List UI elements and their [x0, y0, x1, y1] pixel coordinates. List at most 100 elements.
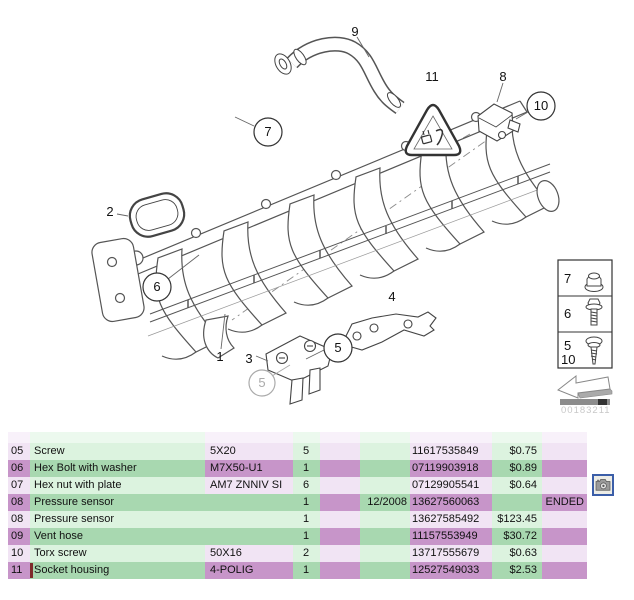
callout-3[interactable]: 3 [245, 351, 252, 366]
table-row[interactable]: 08 Pressure sensor 1 12/2008 13627560063… [8, 494, 587, 511]
bracket-parts [265, 311, 437, 405]
callout-5-circle [323, 333, 353, 363]
cell-part: 13717555679 [410, 545, 492, 562]
cell-spec: 5X20 [205, 443, 293, 460]
callout-7[interactable]: 7 [264, 124, 271, 139]
cell-part: 07119903918 [410, 460, 492, 477]
legend-10: 10 [561, 352, 575, 367]
leader-lines [116, 36, 529, 377]
callout-9[interactable]: 9 [351, 24, 358, 39]
callout-11[interactable]: 11 [425, 69, 439, 84]
legend-box: 7 6 5 10 [557, 259, 613, 369]
cell-no: 06 [8, 460, 30, 477]
cell-note [542, 545, 587, 562]
table-row-selected[interactable]: 11 Socket housing 4-POLIG 1 12527549033 … [8, 562, 587, 579]
callout-circles [142, 91, 556, 397]
cell-date [360, 443, 410, 460]
legend-7: 7 [564, 271, 571, 286]
cell-no: 08 [8, 511, 30, 528]
cell-price: $0.89 [492, 460, 542, 477]
cell-name: Hex Bolt with washer [30, 460, 205, 477]
callout-8[interactable]: 8 [499, 69, 506, 84]
cell-qty: 1 [293, 528, 320, 545]
cell-name: Pressure sensor [30, 511, 205, 528]
cell-no: 07 [8, 477, 30, 494]
cell-name: Torx screw [30, 545, 205, 562]
cell-spec [205, 511, 293, 528]
warning-triangle-icon [404, 103, 462, 157]
callout-5[interactable]: 5 [334, 340, 341, 355]
cell-price: $2.53 [492, 562, 542, 579]
cell-date: 12/2008 [360, 494, 410, 511]
cell-name: Socket housing [30, 562, 205, 579]
camera-icon [595, 478, 611, 491]
cell-no: 08 [8, 494, 30, 511]
cell-price: $0.75 [492, 443, 542, 460]
parts-table: 05 Screw 5X20 5 11617535849 $0.75 06 Hex… [8, 432, 587, 579]
flange-nut-icon [584, 272, 604, 292]
cell-spec [205, 494, 293, 511]
cell-no: 05 [8, 443, 30, 460]
table-header-strip [8, 432, 587, 443]
cell-part: 11157553949 [410, 528, 492, 545]
cell-note [542, 511, 587, 528]
cell-price: $0.64 [492, 477, 542, 494]
intake-manifold-diagram: 9 11 8 10 7 2 6 1 3 5 5 4 7 6 5 10 [91, 24, 613, 416]
cell-name: Screw [30, 443, 205, 460]
selection-cursor [30, 563, 33, 578]
callout-1[interactable]: 1 [216, 349, 223, 364]
cell-price: $30.72 [492, 528, 542, 545]
cell-date [360, 545, 410, 562]
cell-price [492, 494, 542, 511]
cell-qty: 1 [293, 562, 320, 579]
table-row[interactable]: 10 Torx screw 50X16 2 13717555679 $0.63 [8, 545, 587, 562]
cell-name: Pressure sensor [30, 494, 205, 511]
table-row[interactable]: 06 Hex Bolt with washer M7X50-U1 1 07119… [8, 460, 587, 477]
pressure-sensor-part [477, 103, 521, 142]
cell-name: Hex nut with plate [30, 477, 205, 494]
dashed-reference-lines [231, 120, 515, 321]
table-row[interactable]: 08 Pressure sensor 1 13627585492 $123.45 [8, 511, 587, 528]
cell-date [360, 511, 410, 528]
cell-qty: 5 [293, 443, 320, 460]
cell-part: 13627585492 [410, 511, 492, 528]
cell-note [542, 562, 587, 579]
legend-5: 5 [564, 338, 571, 353]
gasket-part [128, 192, 186, 238]
cell-note [542, 443, 587, 460]
vent-hose-part [274, 36, 405, 115]
cell-spec: 4-POLIG [205, 562, 293, 579]
callout-10-circle [526, 91, 556, 121]
callout-5b-circle [248, 369, 276, 397]
drawing-number: 00183211 [561, 405, 611, 416]
callout-6-circle [142, 272, 172, 302]
legend-6: 6 [564, 306, 571, 321]
hex-bolt-icon [585, 298, 603, 326]
cell-no: 10 [8, 545, 30, 562]
table-row[interactable]: 07 Hex nut with plate AM7 ZNNIV SI 6 071… [8, 477, 587, 494]
callout-10[interactable]: 10 [534, 98, 548, 113]
cell-qty: 1 [293, 460, 320, 477]
cell-part: 07129905541 [410, 477, 492, 494]
cell-price: $123.45 [492, 511, 542, 528]
screw-icon [585, 336, 603, 365]
cell-date [360, 477, 410, 494]
callout-4[interactable]: 4 [388, 289, 395, 304]
cell-note [542, 460, 587, 477]
cell-date [360, 460, 410, 477]
direction-arrow-icon [557, 374, 613, 405]
cell-qty: 1 [293, 511, 320, 528]
photo-button[interactable] [592, 474, 614, 496]
cell-qty: 6 [293, 477, 320, 494]
manifold-body [91, 100, 560, 360]
cell-date [360, 562, 410, 579]
cell-note: ENDED [542, 494, 587, 511]
callout-2[interactable]: 2 [106, 204, 113, 219]
callout-6[interactable]: 6 [153, 279, 160, 294]
table-row[interactable]: 09 Vent hose 1 11157553949 $30.72 [8, 528, 587, 545]
table-row[interactable]: 05 Screw 5X20 5 11617535849 $0.75 [8, 443, 587, 460]
cell-price: $0.63 [492, 545, 542, 562]
callout-5b[interactable]: 5 [258, 375, 265, 390]
cell-part: 11617535849 [410, 443, 492, 460]
